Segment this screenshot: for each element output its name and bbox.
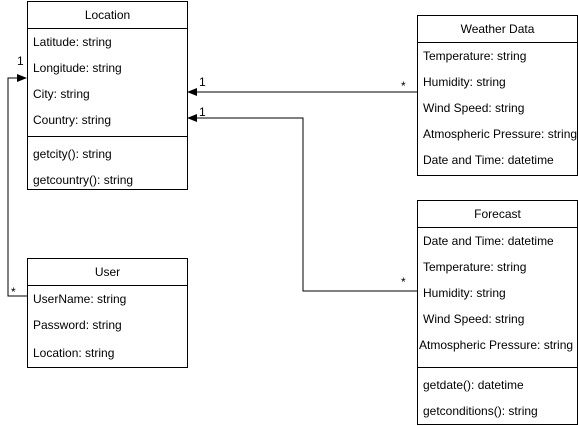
forecast-location-association <box>187 114 417 292</box>
location-operation-getcity: getcity(): string <box>33 147 112 161</box>
forecast-attribute-wind-speed: Wind Speed: string <box>423 312 525 326</box>
forecast-operations: getdate(): datetime getconditions(): str… <box>418 367 577 424</box>
forecast-operation-getconditions: getconditions(): string <box>423 404 538 418</box>
forecast-class-name: Forecast <box>418 201 577 228</box>
weather-data-attributes: Temperature: string Humidity: string Win… <box>418 43 578 175</box>
location-class[interactable]: Location Latitude: string Longitude: str… <box>27 1 188 190</box>
forecast-attribute-datetime: Date and Time: datetime <box>423 234 554 248</box>
location-attribute-latitude: Latitude: string <box>33 35 112 49</box>
user-class-name: User <box>28 259 187 286</box>
user-attribute-password: Password: string <box>33 318 122 332</box>
user-attribute-username: UserName: string <box>33 292 127 306</box>
location-attribute-city: City: string <box>33 87 90 101</box>
weather-data-attribute-temperature: Temperature: string <box>423 49 527 63</box>
location-operations: getcity(): string getcountry(): string <box>28 136 187 189</box>
location-attributes: Latitude: string Longitude: string City:… <box>28 29 187 136</box>
user-location-multiplicity-many: * <box>11 285 16 299</box>
forecast-attributes: Date and Time: datetime Temperature: str… <box>418 228 577 367</box>
user-location-association <box>7 74 27 297</box>
weather-location-multiplicity-many: * <box>401 79 406 93</box>
weather-data-class-name: Weather Data <box>418 16 577 43</box>
location-attribute-longitude: Longitude: string <box>33 61 122 75</box>
weather-data-class[interactable]: Weather Data Temperature: string Humidit… <box>417 15 578 176</box>
weather-data-attribute-datetime: Date and Time: datetime <box>423 153 554 167</box>
weather-location-multiplicity-one: 1 <box>199 75 206 89</box>
location-operation-getcountry: getcountry(): string <box>33 173 134 187</box>
forecast-attribute-pressure: Atmospheric Pressure: string <box>419 338 574 352</box>
location-attribute-country: Country: string <box>33 113 112 127</box>
weather-data-attribute-wind-speed: Wind Speed: string <box>423 101 525 115</box>
location-class-name: Location <box>28 2 187 29</box>
forecast-location-multiplicity-one: 1 <box>199 105 206 119</box>
weather-data-attribute-pressure: Atmospheric Pressure: string <box>423 127 578 141</box>
forecast-operation-getdate: getdate(): datetime <box>423 378 524 392</box>
user-attributes: UserName: string Password: string Locati… <box>28 286 187 367</box>
user-location-multiplicity-one: 1 <box>17 54 24 68</box>
user-attribute-location: Location: string <box>33 346 115 360</box>
weather-data-attribute-humidity: Humidity: string <box>423 75 506 89</box>
forecast-attribute-temperature: Temperature: string <box>423 260 527 274</box>
user-class[interactable]: User UserName: string Password: string L… <box>27 258 188 368</box>
forecast-attribute-humidity: Humidity: string <box>423 286 506 300</box>
forecast-location-multiplicity-many: * <box>401 275 406 289</box>
forecast-class[interactable]: Forecast Date and Time: datetime Tempera… <box>417 200 578 425</box>
